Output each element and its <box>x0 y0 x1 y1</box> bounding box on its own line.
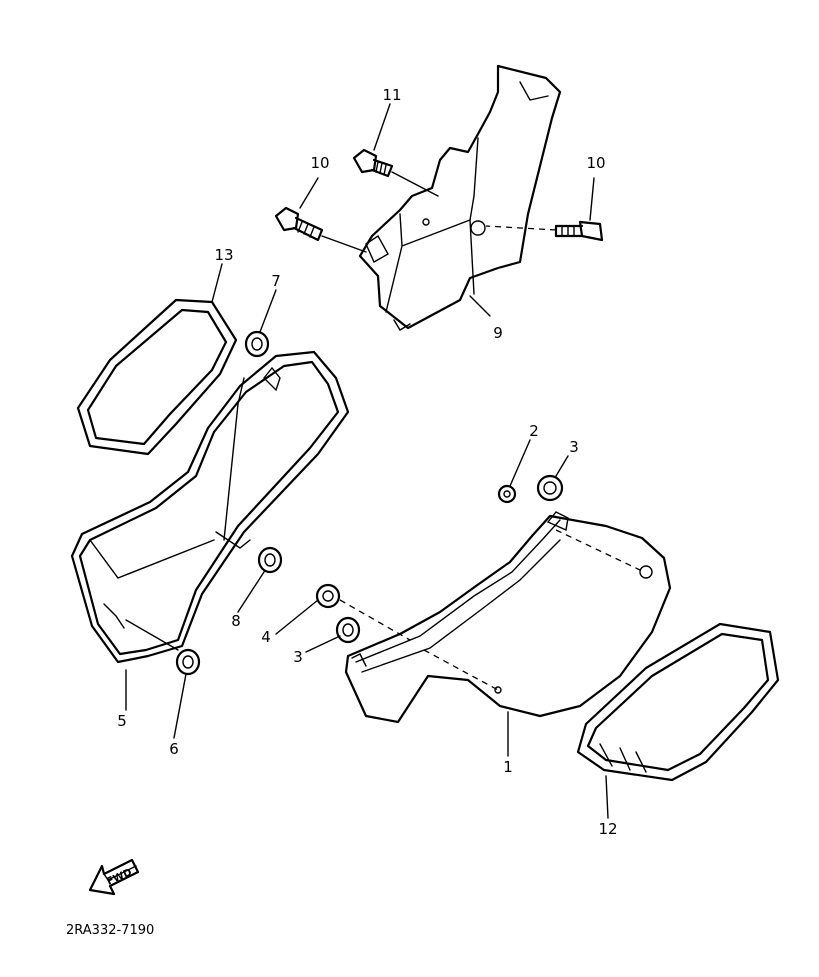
callout-11: 11 <box>382 86 401 104</box>
callout-13: 13 <box>214 246 233 264</box>
part-13-seal <box>76 298 238 456</box>
callout-3-lower: 3 <box>293 648 303 666</box>
part-5-left-cover <box>70 350 350 664</box>
part-11-bolt <box>352 148 439 197</box>
callout-8: 8 <box>231 612 241 630</box>
callout-6: 6 <box>169 740 179 758</box>
callout-1: 1 <box>503 758 513 776</box>
part-9-bracket <box>358 64 562 331</box>
part-1-right-cover <box>344 511 672 724</box>
callout-10-right: 10 <box>586 154 605 172</box>
part-3-lower-grommet <box>335 616 361 644</box>
part-2-collar <box>497 484 517 504</box>
part-10-right-bolt <box>485 220 604 242</box>
part-6-grommet <box>175 648 201 676</box>
part-10-left-bolt <box>274 206 367 253</box>
part-3-upper-grommet <box>536 474 564 502</box>
callout-5: 5 <box>117 712 127 730</box>
callout-3-upper: 3 <box>569 438 579 456</box>
callout-2: 2 <box>529 422 539 440</box>
part-8-grommet <box>257 546 283 574</box>
fwd-arrow-icon: FWD <box>88 858 140 896</box>
leader-lines <box>125 103 609 819</box>
callout-12: 12 <box>598 820 617 838</box>
callout-7: 7 <box>271 272 281 290</box>
callout-labels: 11 10 10 9 13 7 2 3 8 4 3 5 6 1 12 <box>117 86 617 838</box>
part-7-grommet <box>244 330 270 358</box>
part-4-grommet <box>315 583 411 641</box>
part-12-seal <box>576 622 780 782</box>
callout-10-left: 10 <box>310 154 329 172</box>
callout-4: 4 <box>261 628 271 646</box>
callout-9: 9 <box>493 324 503 342</box>
drawing-code: 2RA332-7190 <box>66 923 154 938</box>
